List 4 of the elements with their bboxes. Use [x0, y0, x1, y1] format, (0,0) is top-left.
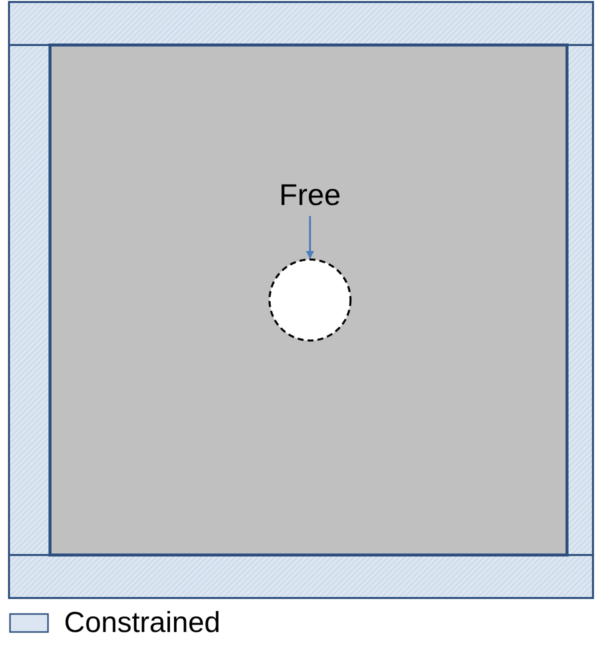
label-text: Free [270, 176, 350, 216]
legend-label: Constrained [64, 606, 220, 641]
arrow [306, 216, 314, 259]
hole-circle [268, 258, 352, 342]
